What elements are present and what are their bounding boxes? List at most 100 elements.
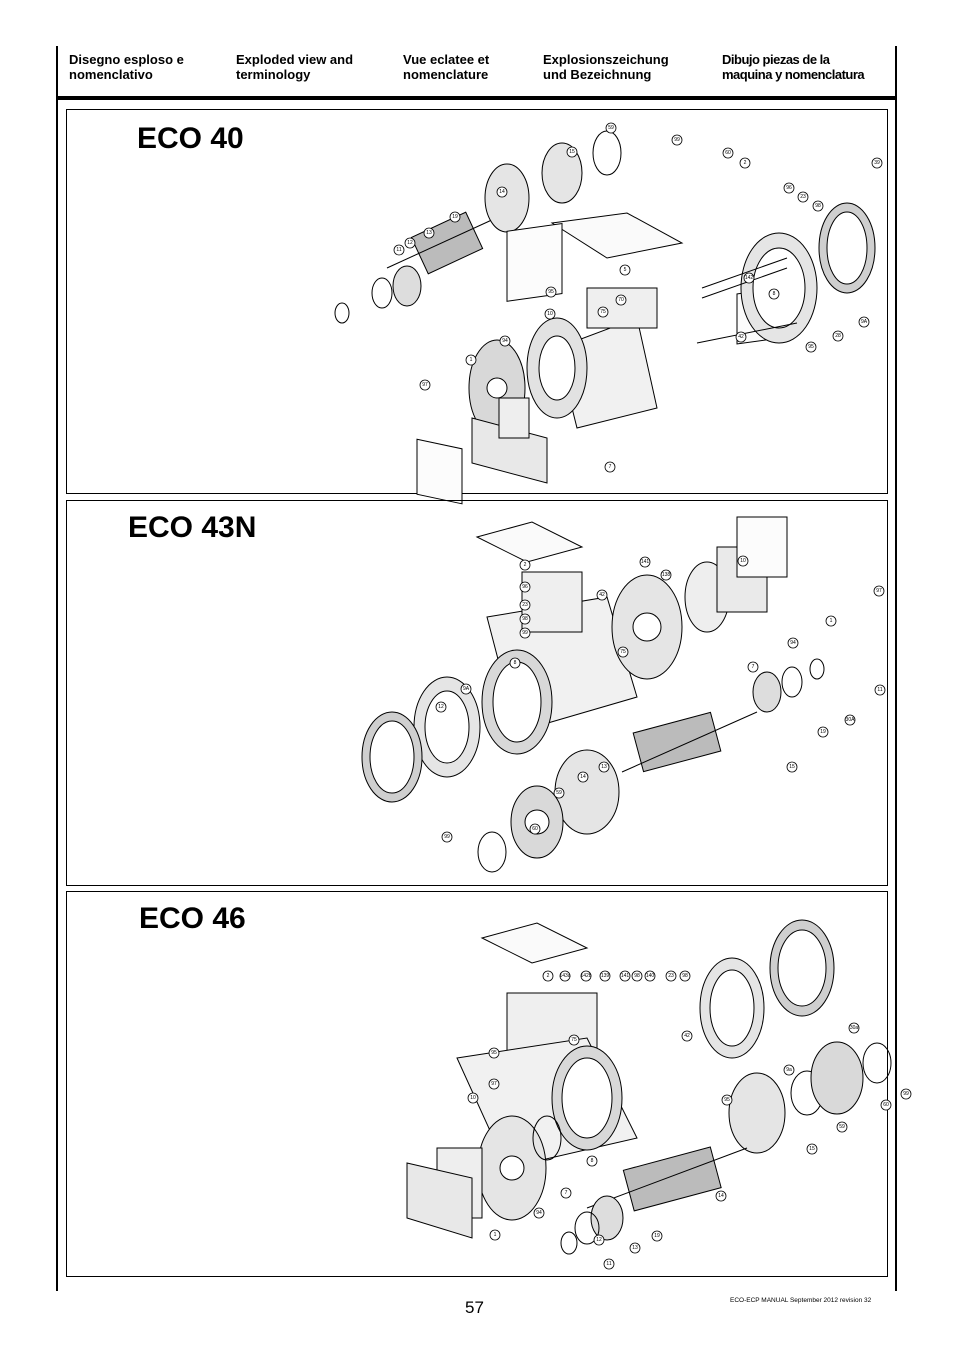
left-margin-line xyxy=(56,46,58,1291)
svg-text:10: 10 xyxy=(547,311,553,317)
svg-text:59: 59 xyxy=(839,1124,845,1130)
callout-number: 7 xyxy=(604,461,616,473)
callout-number: 19 xyxy=(817,726,829,738)
callout-number: 94 xyxy=(499,335,511,347)
callout-number: 19 xyxy=(449,211,461,223)
svg-text:141: 141 xyxy=(621,973,630,979)
callout-number: 95 xyxy=(721,1094,733,1106)
callout-number: 59 xyxy=(553,787,565,799)
callout-number: 75 xyxy=(597,306,609,318)
svg-text:75: 75 xyxy=(620,649,626,655)
callout-number: 96 xyxy=(519,581,531,593)
svg-text:138: 138 xyxy=(662,572,671,578)
callout-number: 8 xyxy=(509,657,521,669)
callout-number: 42 xyxy=(596,589,608,601)
svg-text:9A: 9A xyxy=(463,686,470,692)
svg-text:95: 95 xyxy=(808,344,814,350)
svg-text:97: 97 xyxy=(491,1081,497,1087)
svg-text:14: 14 xyxy=(499,189,505,195)
svg-text:2: 2 xyxy=(547,973,550,979)
svg-text:7: 7 xyxy=(609,464,612,470)
callout-number: 75 xyxy=(568,1034,580,1046)
callout-number: 13 xyxy=(423,227,435,239)
svg-text:94: 94 xyxy=(536,1210,542,1216)
callout-number: 30a xyxy=(848,1022,860,1034)
svg-text:59: 59 xyxy=(608,125,614,131)
svg-text:11: 11 xyxy=(606,1261,611,1267)
svg-text:30A: 30A xyxy=(846,717,856,723)
callout-number: 140 xyxy=(644,970,656,982)
svg-text:14: 14 xyxy=(718,1193,724,1199)
svg-text:99: 99 xyxy=(444,834,450,840)
callout-number: 11 xyxy=(393,244,405,256)
svg-text:23: 23 xyxy=(800,194,806,200)
callout-number: 7 xyxy=(560,1187,572,1199)
svg-text:15: 15 xyxy=(569,149,575,155)
svg-text:95: 95 xyxy=(548,289,554,295)
callout-labels: 2 141 138 10 96 42 23 98 99 97 1 75 8 94… xyxy=(435,555,886,843)
callout-number: 15 xyxy=(806,1143,818,1155)
callout-number: 30A xyxy=(844,714,856,726)
svg-text:94: 94 xyxy=(502,338,508,344)
callout-number: 98 xyxy=(679,970,691,982)
svg-text:94: 94 xyxy=(790,640,796,646)
svg-text:7: 7 xyxy=(752,664,755,670)
callout-number: 141 xyxy=(639,556,651,568)
header-rule xyxy=(57,96,897,100)
panel-title: ECO 40 xyxy=(137,122,244,155)
exploded-view-drawing: 2 143a 142b 139 141 98 140 23 98 95 75 4… xyxy=(406,919,912,1270)
callout-labels: 59 99 15 60 2 39 14 96 23 19 98 13 12 11… xyxy=(393,122,883,473)
callout-number: 8 xyxy=(768,288,780,300)
svg-text:13: 13 xyxy=(632,1245,638,1251)
callout-number: 60 xyxy=(880,1099,892,1111)
callout-number: 97 xyxy=(419,379,431,391)
svg-text:143a: 143a xyxy=(559,973,570,979)
callout-number: 99 xyxy=(441,831,453,843)
svg-text:7: 7 xyxy=(565,1190,568,1196)
callout-number: 59 xyxy=(605,122,617,134)
callout-number: 11 xyxy=(603,1258,615,1270)
svg-text:12: 12 xyxy=(438,704,444,710)
callout-number: 13 xyxy=(629,1242,641,1254)
callout-number: 2 xyxy=(739,157,751,169)
svg-text:142b: 142b xyxy=(580,973,591,979)
svg-text:11: 11 xyxy=(396,247,401,253)
callout-number: 1 xyxy=(825,615,837,627)
callout-number: 2 xyxy=(519,559,531,571)
svg-text:10: 10 xyxy=(740,558,746,564)
svg-text:141: 141 xyxy=(641,559,650,565)
callout-number: 97 xyxy=(488,1078,500,1090)
callout-number: 97 xyxy=(873,585,885,597)
callout-number: 139 xyxy=(599,970,611,982)
svg-text:96: 96 xyxy=(786,185,792,191)
svg-text:59: 59 xyxy=(556,790,562,796)
callout-number: 98 xyxy=(631,970,643,982)
svg-text:9A: 9A xyxy=(861,319,868,325)
svg-text:99: 99 xyxy=(903,1091,909,1097)
callout-number: 10 xyxy=(737,555,749,567)
right-margin-line xyxy=(895,46,897,1291)
svg-text:15: 15 xyxy=(809,1146,815,1152)
header-col-english: Exploded view and terminology xyxy=(236,52,354,82)
callout-number: 28 xyxy=(832,330,844,342)
callout-number: 96 xyxy=(783,182,795,194)
svg-text:23: 23 xyxy=(668,973,674,979)
svg-text:42: 42 xyxy=(738,334,744,340)
svg-text:12: 12 xyxy=(596,1237,602,1243)
callout-number: 5 xyxy=(619,264,631,276)
panel-eco-40: ECO 40 xyxy=(66,109,888,505)
svg-text:75: 75 xyxy=(600,309,606,315)
callout-number: 10 xyxy=(467,1092,479,1104)
svg-text:30a: 30a xyxy=(850,1025,859,1031)
callout-number: 12 xyxy=(404,237,416,249)
svg-text:98: 98 xyxy=(522,616,528,622)
svg-text:95: 95 xyxy=(724,1097,730,1103)
callout-number: 7 xyxy=(747,661,759,673)
svg-text:14: 14 xyxy=(580,774,586,780)
svg-text:99: 99 xyxy=(674,137,680,143)
svg-text:1: 1 xyxy=(470,357,473,363)
svg-text:97: 97 xyxy=(422,382,428,388)
svg-text:28: 28 xyxy=(835,333,841,339)
callout-number: 99 xyxy=(671,134,683,146)
callout-number: 142 xyxy=(743,272,755,284)
